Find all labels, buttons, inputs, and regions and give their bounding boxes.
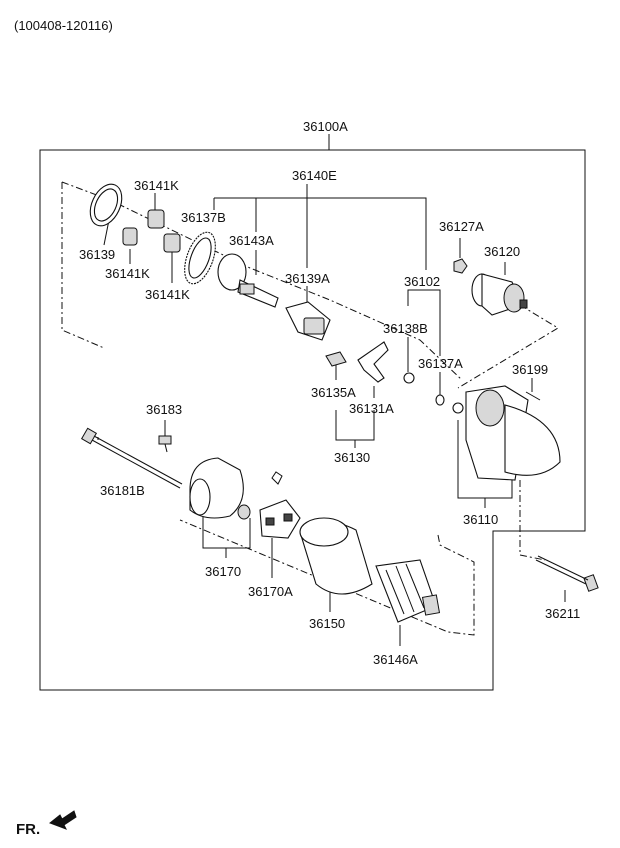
label-36127A: 36127A (439, 219, 484, 234)
label-36170: 36170 (205, 564, 241, 579)
label-36137A: 36137A (418, 356, 463, 371)
part-36139A-pinion (285, 301, 331, 341)
part-36170A-brush-holder (259, 471, 301, 539)
label-36211: 36211 (545, 606, 580, 621)
part-36150-yoke (299, 517, 373, 595)
part-36110-housing (452, 385, 561, 481)
label-36199: 36199 (512, 362, 548, 377)
label-36138B: 36138B (383, 321, 428, 336)
label-36110: 36110 (463, 512, 498, 527)
part-36137A-clip (435, 394, 445, 406)
label-36141K-top: 36141K (134, 178, 179, 193)
part-36141K-gears (122, 209, 181, 253)
label-36183: 36183 (146, 402, 182, 417)
part-36137B-gear-ring (184, 231, 216, 285)
part-36181B-through-bolt (80, 427, 183, 489)
label-36150: 36150 (309, 616, 345, 631)
part-36120-solenoid (471, 273, 528, 316)
label-36137B: 36137B (181, 210, 226, 225)
direction-label: FR. (16, 821, 40, 838)
part-36135A-block (325, 351, 347, 367)
label-36181B: 36181B (100, 483, 145, 498)
part-36183-bolt (158, 435, 172, 453)
part-36127A-nut (453, 258, 468, 274)
label-36139A: 36139A (285, 271, 330, 286)
label-36130: 36130 (334, 450, 370, 465)
label-36102: 36102 (404, 274, 440, 289)
label-36146A: 36146A (373, 652, 418, 667)
label-36140E: 36140E (292, 168, 337, 183)
part-36146A-armature (375, 559, 441, 623)
part-36143A-shaft (217, 253, 279, 308)
assembly-label: 36100A (303, 119, 348, 134)
label-36131A: 36131A (349, 401, 394, 416)
label-36143A: 36143A (229, 233, 274, 248)
assembly-frame (39, 134, 586, 691)
label-36141K-middle: 36141K (105, 266, 150, 281)
part-36139-ring (89, 183, 123, 227)
label-36139: 36139 (79, 247, 115, 262)
part-36170-end-frame (189, 457, 251, 520)
label-36141K-bottom: 36141K (145, 287, 190, 302)
part-36138B-clip (403, 372, 415, 384)
part-36199-screw (525, 391, 541, 401)
label-36120: 36120 (484, 244, 520, 259)
header-code: (100408-120116) (14, 18, 113, 33)
leader-lines (103, 184, 566, 646)
label-36135A: 36135A (311, 385, 356, 400)
forward-arrow-icon (49, 810, 77, 830)
part-36211-bolt (535, 555, 599, 592)
part-labels: 36140E 36141K 36137B 36143A 36139 36141K… (79, 168, 580, 667)
label-36170A: 36170A (248, 584, 293, 599)
part-36131A-lever (357, 341, 389, 383)
